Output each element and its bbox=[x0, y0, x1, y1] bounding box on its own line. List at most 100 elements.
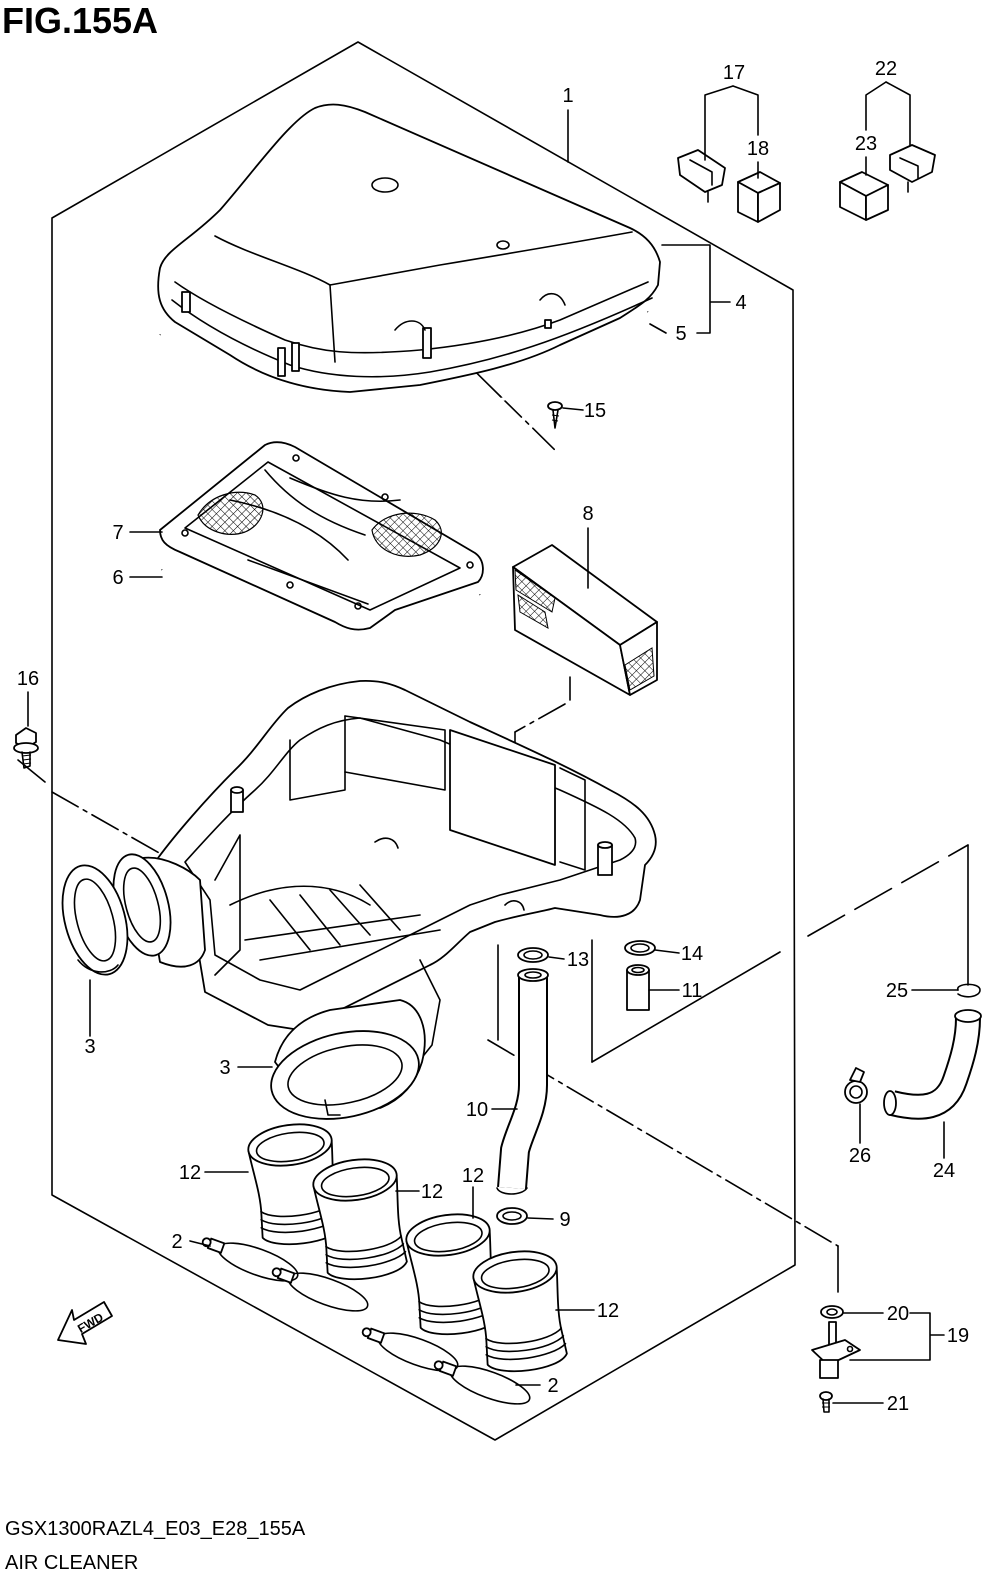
air-cleaner-element-shape bbox=[197, 491, 264, 535]
funnel-clamp-4-shape bbox=[433, 1360, 444, 1371]
callout-19: 19 bbox=[947, 1325, 969, 1347]
callout-14: 14 bbox=[681, 943, 703, 965]
air-cleaner-case-shape bbox=[344, 715, 446, 791]
leader-lines-shape bbox=[562, 407, 584, 411]
intake-funnel-3 bbox=[405, 1213, 501, 1336]
sensor-19-shape bbox=[819, 1359, 839, 1379]
air-cleaner-case-shape bbox=[214, 834, 241, 976]
leader-lines-shape bbox=[704, 85, 759, 161]
intake-funnel-4-shape bbox=[485, 1335, 565, 1353]
air-cleaner-lid bbox=[157, 103, 661, 393]
air-cleaner-element-shape bbox=[247, 559, 369, 605]
callout-16: 16 bbox=[17, 668, 39, 690]
air-cleaner-element-shape bbox=[229, 499, 349, 561]
drain-cap-shape bbox=[631, 966, 645, 974]
air-cleaner-element-shape bbox=[264, 469, 366, 536]
callout-9: 9 bbox=[559, 1209, 570, 1231]
sub-filter-shape bbox=[517, 594, 549, 629]
air-cleaner-lid-shape bbox=[291, 342, 300, 372]
figure-caption: AIR CLEANER bbox=[5, 1552, 139, 1574]
figure-title: FIG.155A bbox=[2, 0, 159, 41]
connector-22-shape bbox=[899, 157, 919, 179]
callout-20: 20 bbox=[887, 1303, 909, 1325]
funnel-clamp-3 bbox=[361, 1327, 459, 1372]
screw-21 bbox=[819, 1391, 833, 1413]
air-cleaner-lid-shape bbox=[371, 177, 399, 193]
callout-3-left: 3 bbox=[84, 1036, 95, 1058]
intake-duct-bottom-shape bbox=[324, 1099, 341, 1116]
air-cleaner-case-shape bbox=[597, 841, 613, 849]
air-cleaner-lid-shape bbox=[277, 347, 286, 377]
air-cleaner-element-shape bbox=[354, 602, 362, 610]
funnel-clamp-2 bbox=[271, 1267, 369, 1312]
leader-lines-shape bbox=[654, 949, 680, 954]
hose-clamp-26-shape bbox=[849, 1085, 863, 1099]
callout-25: 25 bbox=[886, 980, 908, 1002]
callout-12-d: 12 bbox=[597, 1300, 619, 1322]
mounting-bolt bbox=[13, 727, 39, 769]
air-cleaner-lid-shape bbox=[174, 281, 649, 354]
forward-arrow-icon: FWD bbox=[57, 1301, 113, 1345]
callout-4: 4 bbox=[735, 292, 746, 314]
lid-screw-shape bbox=[552, 409, 559, 429]
hose-clamp-26 bbox=[844, 1067, 868, 1104]
drain-hose-shape bbox=[499, 975, 546, 1190]
drain-cap-shape bbox=[626, 964, 650, 976]
air-cleaner-lid-shape bbox=[539, 292, 566, 306]
intake-duct-left-shape bbox=[122, 867, 162, 943]
callout-22: 22 bbox=[875, 58, 897, 80]
leader-lines-shape bbox=[548, 956, 565, 960]
clip-14-shape bbox=[630, 943, 650, 953]
intake-duct-left-shape bbox=[61, 864, 129, 976]
air-cleaner-case-shape bbox=[157, 679, 657, 1031]
air-cleaner-case-shape bbox=[229, 885, 371, 906]
air-cleaner-lid-shape bbox=[181, 291, 191, 313]
washer-20-shape bbox=[820, 1305, 844, 1319]
drain-hose bbox=[496, 968, 549, 1195]
lid-gasket bbox=[155, 310, 655, 437]
reference-lines-shape bbox=[807, 844, 969, 937]
air-cleaner-lid-shape bbox=[329, 284, 336, 363]
clip-25-shape bbox=[957, 983, 981, 998]
screw-21-shape bbox=[822, 1402, 830, 1408]
lid-screw-shape bbox=[551, 414, 560, 422]
air-cleaner-case-shape bbox=[230, 786, 244, 794]
air-cleaner-case-shape bbox=[269, 884, 401, 951]
hose-clamp-26-shape bbox=[849, 1067, 865, 1083]
filter-gasket bbox=[160, 568, 490, 664]
lid-screw bbox=[547, 401, 563, 429]
intake-funnel-1 bbox=[247, 1123, 343, 1246]
reference-lines-shape bbox=[514, 703, 566, 733]
air-cleaner-element-shape bbox=[286, 581, 294, 589]
breather-hose-shape bbox=[889, 1017, 979, 1118]
intake-funnel-4-shape bbox=[485, 1327, 563, 1345]
screw-21-shape bbox=[819, 1391, 833, 1401]
air-cleaner-lid-shape bbox=[496, 240, 510, 250]
intake-duct-bottom-shape bbox=[287, 1044, 403, 1106]
washer-20-shape bbox=[826, 1308, 838, 1316]
leader-lines bbox=[27, 81, 959, 1404]
callout-2-a: 2 bbox=[171, 1231, 182, 1253]
breather-hose bbox=[883, 1009, 982, 1120]
clip-13-shape bbox=[523, 950, 543, 960]
air-cleaner-element-shape bbox=[159, 441, 484, 631]
clip-14-shape bbox=[624, 940, 656, 956]
screw-21-shape bbox=[822, 1398, 830, 1413]
hose-clamp-26-shape bbox=[844, 1080, 868, 1104]
sub-filter bbox=[512, 544, 658, 696]
sensor-19 bbox=[811, 1321, 861, 1379]
clip-14 bbox=[624, 940, 656, 956]
funnel-clamp-1 bbox=[201, 1237, 299, 1282]
funnel-clamp-4 bbox=[433, 1360, 531, 1405]
callout-13: 13 bbox=[567, 949, 589, 971]
air-cleaner-lid-shape bbox=[422, 327, 432, 359]
cover-23-shape bbox=[865, 184, 889, 221]
intake-duct-bottom-shape bbox=[270, 1030, 420, 1120]
callout-12-a: 12 bbox=[179, 1162, 201, 1184]
callout-18: 18 bbox=[747, 138, 769, 160]
callout-17: 17 bbox=[723, 62, 745, 84]
intake-funnel-3-shape bbox=[413, 1221, 483, 1253]
callout-10: 10 bbox=[466, 1099, 488, 1121]
clip-13-shape bbox=[517, 947, 549, 963]
leader-lines-shape bbox=[189, 1240, 211, 1247]
